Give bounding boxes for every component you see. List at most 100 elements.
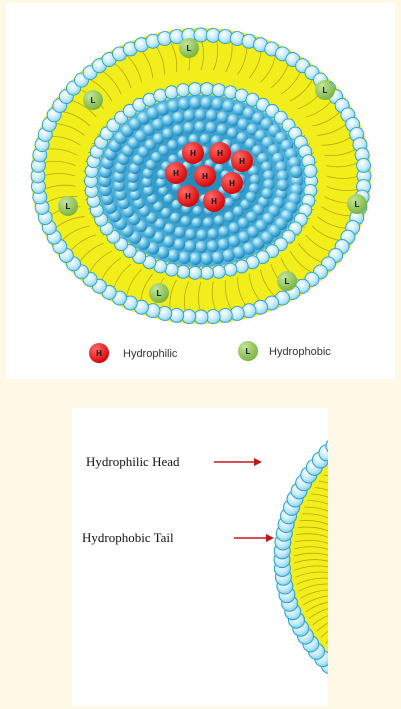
inner-head (212, 265, 225, 278)
core-head (218, 239, 230, 251)
core-head (217, 124, 228, 135)
bilayer-detail-diagram: Hydrophilic Head Hydrophobic Tail (72, 408, 328, 706)
svg-text:L: L (323, 86, 328, 95)
legend-hydrophilic-label: Hydrophilic (123, 348, 178, 360)
callout-head-arrowhead (254, 458, 262, 466)
core-head (227, 128, 238, 139)
callout-tail-label: Hydrophobic Tail (82, 530, 174, 545)
core-head (203, 217, 214, 228)
core-head (196, 241, 208, 253)
inner-head (189, 83, 202, 96)
core-head (167, 100, 179, 112)
core-head (207, 229, 218, 240)
core-head (183, 122, 194, 133)
core-head (158, 145, 169, 156)
bilayer-detail-panel: Hydrophilic Head Hydrophobic Tail (72, 408, 328, 706)
legend: H Hydrophilic L Hydrophobic (89, 341, 331, 363)
core-head (180, 216, 191, 227)
hydrophilic-marker: H (203, 190, 225, 212)
svg-text:L: L (355, 200, 360, 209)
core-head (200, 253, 212, 265)
svg-text:H: H (185, 192, 191, 201)
hydrophilic-marker: H (231, 150, 253, 172)
outer-head (357, 158, 371, 172)
hydrophilic-marker: H (209, 142, 231, 164)
core-head (178, 98, 190, 110)
core-head (192, 218, 203, 229)
callout-tail: Hydrophobic Tail (82, 530, 274, 545)
core-head (218, 226, 229, 237)
core-head (246, 192, 257, 203)
svg-text:H: H (211, 197, 217, 206)
core-head (229, 223, 240, 234)
core-head (164, 223, 175, 234)
core-head (173, 112, 185, 124)
svg-text:L: L (91, 96, 96, 105)
core-head (162, 115, 174, 127)
inner-head (165, 86, 178, 99)
svg-text:L: L (157, 289, 162, 298)
legend-hydrophilic: H Hydrophilic (89, 343, 178, 363)
core-head (194, 121, 205, 132)
core-head (222, 250, 234, 262)
hydrophilic-marker: H (221, 172, 243, 194)
core-head (222, 100, 234, 112)
core-head (195, 109, 207, 121)
legend-hydrophilic-symbol: H (96, 349, 102, 358)
core-head (200, 134, 211, 145)
legend-hydrophobic-label: Hydrophobic (269, 346, 331, 358)
legend-hydrophobic: L Hydrophobic (238, 341, 331, 361)
core-head (290, 166, 302, 178)
liposome-panel: H H H H H H H H L L L L L L L H Hydrophi… (6, 3, 395, 379)
core-head (189, 97, 201, 109)
callout-head: Hydrophilic Head (86, 454, 262, 469)
svg-text:H: H (202, 172, 208, 181)
core-head (214, 215, 225, 226)
core-head (196, 229, 207, 240)
hydrophilic-marker: H (194, 165, 216, 187)
inner-head (224, 263, 237, 276)
core-head (184, 241, 196, 253)
core-head (228, 236, 240, 248)
core-head (189, 253, 201, 265)
inner-head (189, 266, 202, 279)
hydrophobic-marker: L (149, 283, 169, 303)
svg-text:L: L (187, 44, 192, 53)
svg-text:L: L (66, 202, 71, 211)
core-head (172, 125, 183, 136)
core-head (200, 97, 212, 109)
core-head (277, 179, 289, 191)
liposome-diagram: H H H H H H H H L L L L L L L H Hydrophi… (6, 3, 395, 379)
svg-text:H: H (239, 157, 245, 166)
hydrophobic-marker: L (83, 90, 103, 110)
core-head (217, 111, 229, 123)
core-head (178, 252, 190, 264)
core-head (224, 211, 235, 222)
hydrophilic-marker: H (165, 162, 187, 184)
core-head (211, 98, 223, 110)
core-head (157, 103, 169, 115)
callout-head-label: Hydrophilic Head (86, 454, 180, 469)
svg-text:H: H (217, 149, 223, 158)
inner-head (304, 165, 317, 178)
inner-head (212, 84, 225, 97)
svg-text:H: H (190, 149, 196, 158)
svg-text:L: L (285, 277, 290, 286)
core-head (206, 110, 218, 122)
core-head (233, 246, 245, 258)
core-head (207, 240, 219, 252)
core-head (162, 128, 173, 139)
hydrophobic-marker: L (277, 271, 297, 291)
core-head (167, 250, 179, 262)
core-head (167, 140, 178, 151)
inner-head (177, 84, 190, 97)
hydrophobic-marker: L (315, 80, 335, 100)
core-head (185, 229, 196, 240)
core-head (158, 186, 168, 196)
svg-text:H: H (229, 179, 235, 188)
core-head (233, 206, 244, 217)
core-head (170, 213, 181, 224)
hydrophobic-marker: L (179, 38, 199, 58)
core-head (184, 110, 196, 122)
callout-tail-arrowhead (266, 534, 274, 542)
